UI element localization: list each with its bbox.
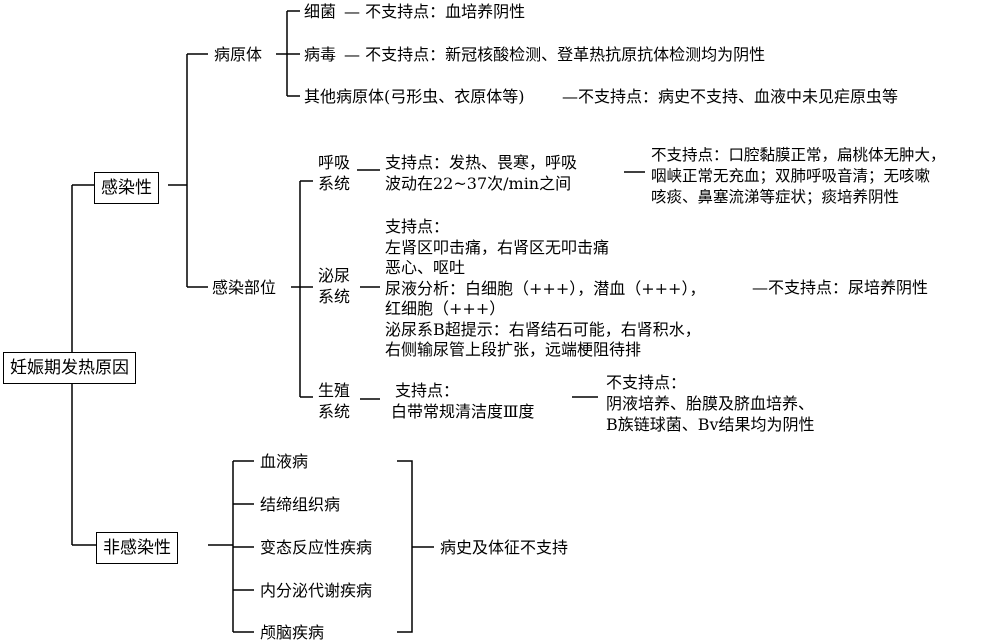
urinary-support-line: 支持点： [385,217,450,236]
noninfectious-item: 结缔组织病 [260,495,341,514]
reproductive-label-line: 生殖 [318,381,351,400]
virus-note: — 不支持点：新冠核酸检测、登革热抗原抗体检测均为阴性 [344,45,766,64]
noninfectious-item: 颅脑疾病 [260,623,325,642]
respiratory-against-line: 咽峡正常无充血；双肺呼吸音清；无咳嗽 [651,167,931,185]
urinary-against: —不支持点：尿培养阴性 [752,278,929,297]
bacteria-note: — 不支持点：血培养阴性 [344,2,526,21]
respiratory-against-line: 不支持点：口腔黏膜正常，扁桃体无肿大， [651,146,946,164]
reproductive-support-line: 支持点： [395,381,460,400]
noninfectious-item: 内分泌代谢疾病 [260,581,373,600]
respiratory-label: 呼吸 系统 [318,152,350,194]
respiratory-label-line: 系统 [318,174,351,193]
respiratory-label-line: 呼吸 [318,153,351,172]
site-node: 感染部位 [212,278,277,297]
noninfectious-node: 非感染性 [96,532,178,564]
respiratory-against: 不支持点：口腔黏膜正常，扁桃体无肿大， 咽峡正常无充血；双肺呼吸音清；无咳嗽 咳… [651,145,946,208]
bacteria-label: 细菌 [304,2,337,21]
reproductive-label-line: 系统 [318,402,351,421]
urinary-label-line: 系统 [318,287,351,306]
noninfectious-item: 血液病 [260,452,309,471]
pathogen-node: 病原体 [214,45,263,64]
other-pathogen-note: —不支持点：病史不支持、血液中未见疟原虫等 [562,87,899,106]
reproductive-against: 不支持点： 阴液培养、胎膜及脐血培养、 B族链球菌、Bv结果均为阴性 [606,372,815,435]
urinary-support-line: 恶心、呕吐 [385,258,466,277]
reproductive-support-line: 白带常规清洁度Ⅲ度 [391,402,535,421]
reproductive-against-line: 不支持点： [606,373,687,392]
urinary-support: 支持点： 左肾区叩击痛，右肾区无叩击痛 恶心、呕吐 尿液分析：白细胞（+++），… [385,217,705,361]
respiratory-support-line: 支持点：发热、畏寒，呼吸 [385,153,578,172]
respiratory-against-line: 咳痰、鼻塞流涕等症状；痰培养阴性 [651,188,900,206]
reproductive-against-line: B族链球菌、Bv结果均为阴性 [606,415,815,434]
urinary-support-line: 红细胞（+++） [385,299,506,318]
root-node: 妊娠期发热原因 [3,352,136,384]
urinary-support-line: 左肾区叩击痛，右肾区无叩击痛 [385,237,610,257]
respiratory-support: 支持点：发热、畏寒，呼吸 波动在22~37次/min之间 [385,152,577,194]
reproductive-label: 生殖 系统 [318,380,350,422]
urinary-support-line: 右侧输尿管上段扩张，远端梗阻待排 [385,340,642,359]
urinary-support-line: 尿液分析：白细胞（+++），潜血（+++）， [385,278,706,298]
urinary-label-line: 泌尿 [318,266,351,285]
respiratory-support-line: 波动在22~37次/min之间 [385,174,572,193]
noninfectious-conclusion: 病史及体征不支持 [440,538,569,557]
noninfectious-item: 变态反应性疾病 [260,538,373,557]
reproductive-support: 支持点： 白带常规清洁度Ⅲ度 [391,380,534,422]
urinary-support-line: 泌尿系B超提示：右肾结石可能，右肾积水， [385,319,701,339]
reproductive-against-line: 阴液培养、胎膜及脐血培养、 [606,394,815,413]
infectious-node: 感染性 [94,172,159,204]
other-pathogen-label: 其他病原体(弓形虫、衣原体等) [304,87,525,106]
virus-label: 病毒 [304,45,337,64]
urinary-label: 泌尿 系统 [318,265,350,307]
